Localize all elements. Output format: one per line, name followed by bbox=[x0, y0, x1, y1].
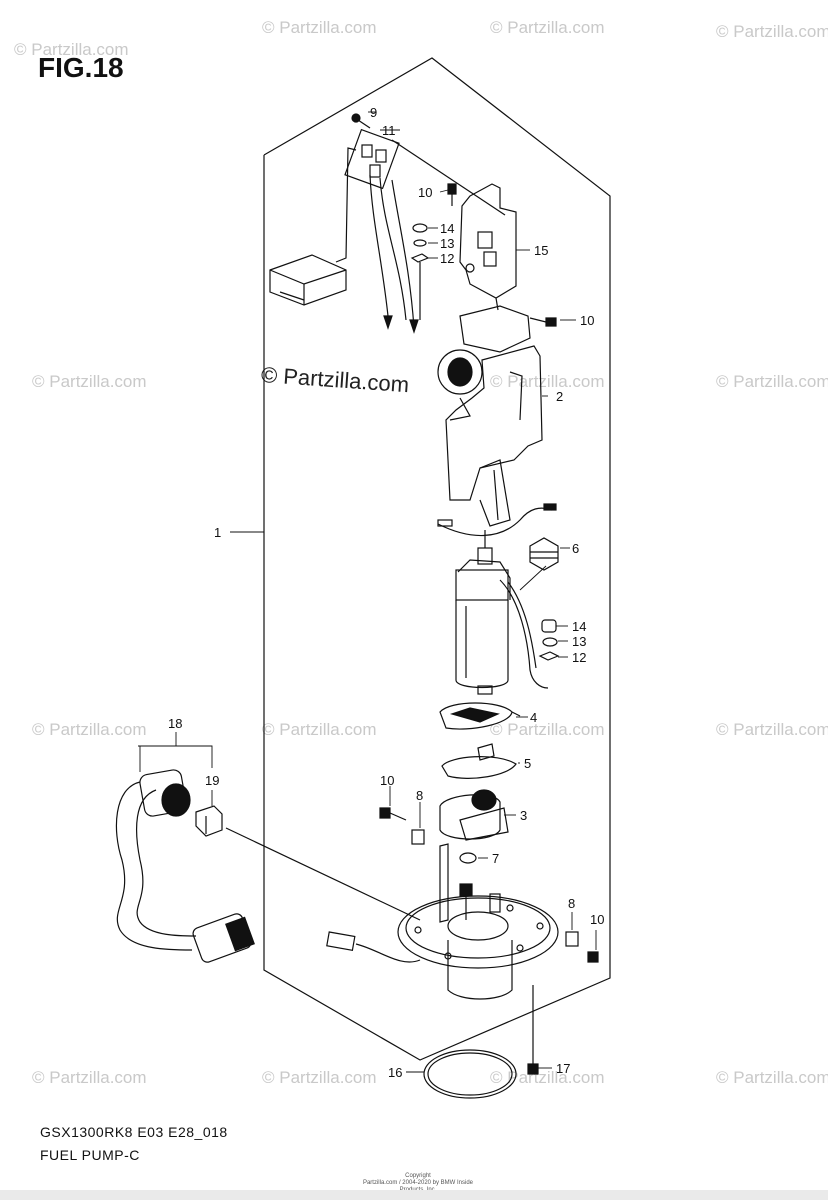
support-rod bbox=[439, 843, 477, 923]
watermark-text: © Partzilla.com bbox=[716, 720, 828, 739]
callout-8-left: 8 bbox=[416, 788, 423, 803]
callout-13-lower: 13 bbox=[572, 634, 586, 649]
pump-wire bbox=[437, 503, 557, 537]
watermark-text: © Partzilla.com bbox=[14, 40, 129, 59]
callout-2: 2 bbox=[556, 389, 563, 404]
hardware-flange-bolt bbox=[565, 931, 599, 963]
leader-line bbox=[225, 827, 421, 921]
callout-14-upper: 14 bbox=[440, 221, 454, 236]
flange-gasket bbox=[423, 1049, 517, 1099]
watermark-text: © Partzilla.com bbox=[490, 18, 605, 37]
fuel-hose bbox=[115, 769, 255, 963]
callout-11: 11 bbox=[382, 123, 396, 138]
bottom-strip bbox=[0, 1190, 828, 1200]
rubber-cushion bbox=[529, 537, 559, 571]
watermark-text: © Partzilla.com bbox=[490, 720, 605, 739]
callout-16: 16 bbox=[388, 1065, 402, 1080]
watermark-text: © Partzilla.com bbox=[490, 1068, 605, 1087]
hardware-bracket-bolt bbox=[379, 807, 425, 845]
callout-13-upper: 13 bbox=[440, 236, 454, 251]
watermark-text: © Partzilla.com bbox=[716, 1068, 828, 1087]
base-flange bbox=[397, 893, 559, 1000]
flange-bolt bbox=[527, 1056, 539, 1075]
hardware-upper bbox=[410, 183, 557, 327]
callout-19: 19 bbox=[205, 773, 219, 788]
callout-3: 3 bbox=[520, 808, 527, 823]
mounting-bracket bbox=[459, 183, 517, 311]
connector-block bbox=[335, 113, 506, 334]
pump-housing bbox=[437, 305, 543, 527]
callout-4: 4 bbox=[530, 710, 537, 725]
watermark-text: © Partzilla.com bbox=[262, 1068, 377, 1087]
callout-10-lower: 10 bbox=[380, 773, 394, 788]
callout-15: 15 bbox=[534, 243, 548, 258]
callout-9: 9 bbox=[370, 105, 377, 120]
callout-5: 5 bbox=[524, 756, 531, 771]
callout-18: 18 bbox=[168, 716, 182, 731]
callout-leaders bbox=[138, 111, 597, 1073]
callout-1: 1 bbox=[214, 525, 221, 540]
callout-17: 17 bbox=[556, 1061, 570, 1076]
pressure-regulator bbox=[439, 789, 509, 841]
assembly-outline bbox=[263, 57, 611, 1061]
watermark-text: © Partzilla.com bbox=[716, 22, 828, 41]
retainer-plate bbox=[441, 743, 517, 779]
watermark-text: © Partzilla.com bbox=[32, 372, 147, 391]
watermark-text: © Partzilla.com bbox=[716, 372, 828, 391]
callout-6: 6 bbox=[572, 541, 579, 556]
watermark-text: © Partzilla.com bbox=[262, 720, 377, 739]
watermark-text: © Partzilla.com bbox=[262, 18, 377, 37]
figure-caption: FUEL PUMP-C bbox=[40, 1147, 140, 1163]
copyright-line: Copyright bbox=[405, 1173, 431, 1179]
fuel-pump-motor bbox=[455, 530, 549, 695]
callout-7: 7 bbox=[492, 851, 499, 866]
callout-12-lower: 12 bbox=[572, 650, 586, 665]
hardware-lower bbox=[538, 619, 560, 661]
hose-clip bbox=[195, 805, 223, 837]
watermark-text: © Partzilla.com bbox=[490, 372, 605, 391]
callout-12-upper: 12 bbox=[440, 251, 454, 266]
callout-10-flange: 10 bbox=[590, 912, 604, 927]
figure-title: FIG.18 bbox=[38, 52, 124, 83]
callout-labels: 1 2 3 4 5 6 7 8 8 9 10 10 10 10 11 12 12… bbox=[168, 105, 604, 1080]
model-code: GSX1300RK8 E03 E28_018 bbox=[40, 1124, 228, 1140]
callout-10-bracket: 10 bbox=[580, 313, 594, 328]
callout-8-right: 8 bbox=[568, 896, 575, 911]
callout-10-top: 10 bbox=[418, 185, 432, 200]
watermark-text: © Partzilla.com bbox=[32, 720, 147, 739]
pump-filter bbox=[439, 702, 521, 730]
watermark-text: © Partzilla.com bbox=[32, 1068, 147, 1087]
callout-14-lower: 14 bbox=[572, 619, 586, 634]
fuel-level-float bbox=[269, 254, 347, 306]
base-wire bbox=[326, 931, 421, 963]
